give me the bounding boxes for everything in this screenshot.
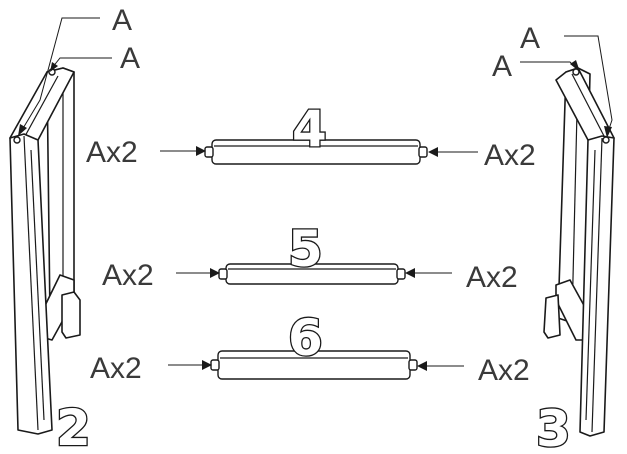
rail-5-left-label: Ax2 xyxy=(102,259,154,292)
rail-4-right-label: Ax2 xyxy=(484,139,536,172)
part-number-3: 3 xyxy=(536,400,571,454)
callout-a-right-lower: A xyxy=(492,50,512,83)
part-number-2: 2 xyxy=(56,399,91,454)
right-frame-callouts: A A xyxy=(492,22,613,138)
rail-5-right-label: Ax2 xyxy=(466,261,518,294)
rail-6-left-label: Ax2 xyxy=(90,352,142,385)
left-frame-callouts: A A xyxy=(18,4,140,136)
part-number-4: 4 xyxy=(292,100,327,158)
pin-hole xyxy=(13,136,21,144)
pin-hole xyxy=(602,136,610,144)
rail-4 xyxy=(160,139,478,165)
callout-a-right-upper: A xyxy=(520,22,540,55)
rail-6 xyxy=(168,350,464,380)
callout-a-left-lower: A xyxy=(120,42,140,75)
part-number-5: 5 xyxy=(288,220,323,278)
left-side-frame xyxy=(9,67,81,435)
part-number-6: 6 xyxy=(288,309,323,367)
right-side-frame xyxy=(543,67,615,437)
callout-a-left-upper: A xyxy=(112,4,132,37)
pin-hole xyxy=(572,68,580,76)
rail-5 xyxy=(176,263,452,285)
rail-4-left-label: Ax2 xyxy=(86,136,138,169)
rail-6-right-label: Ax2 xyxy=(478,354,530,387)
